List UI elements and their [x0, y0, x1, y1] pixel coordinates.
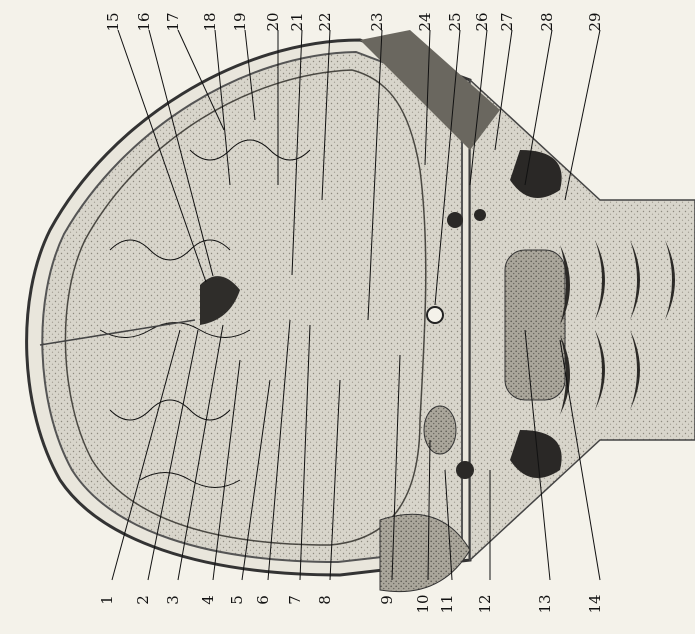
label-10: 10 — [414, 594, 432, 613]
label-19: 19 — [231, 12, 249, 31]
label-16: 16 — [135, 12, 153, 31]
label-5: 5 — [228, 595, 246, 605]
label-13: 13 — [536, 594, 554, 613]
label-25: 25 — [446, 12, 464, 31]
label-27: 27 — [498, 12, 516, 31]
label-28: 28 — [538, 12, 556, 31]
label-2: 2 — [134, 595, 152, 605]
label-1: 1 — [98, 595, 116, 605]
label-8: 8 — [316, 595, 334, 605]
label-9: 9 — [378, 595, 396, 605]
label-24: 24 — [416, 12, 434, 31]
bottom-label-group: 1 2 3 4 5 6 7 8 9 10 11 12 13 14 — [98, 594, 604, 613]
label-29: 29 — [586, 12, 604, 31]
label-26: 26 — [473, 12, 491, 31]
label-14: 14 — [586, 594, 604, 613]
label-23: 23 — [368, 12, 386, 31]
label-20: 20 — [264, 12, 282, 31]
label-21: 21 — [288, 12, 306, 31]
top-label-group: 15 16 17 18 19 20 21 22 23 24 25 26 27 2… — [104, 12, 604, 31]
label-17: 17 — [164, 12, 182, 31]
label-12: 12 — [476, 594, 494, 613]
label-15: 15 — [104, 12, 122, 31]
label-3: 3 — [164, 595, 182, 605]
label-7: 7 — [286, 595, 304, 605]
spine — [470, 80, 695, 560]
label-18: 18 — [201, 12, 219, 31]
label-22: 22 — [316, 12, 334, 31]
label-6: 6 — [254, 595, 272, 605]
label-4: 4 — [199, 595, 217, 605]
label-11: 11 — [438, 594, 456, 613]
